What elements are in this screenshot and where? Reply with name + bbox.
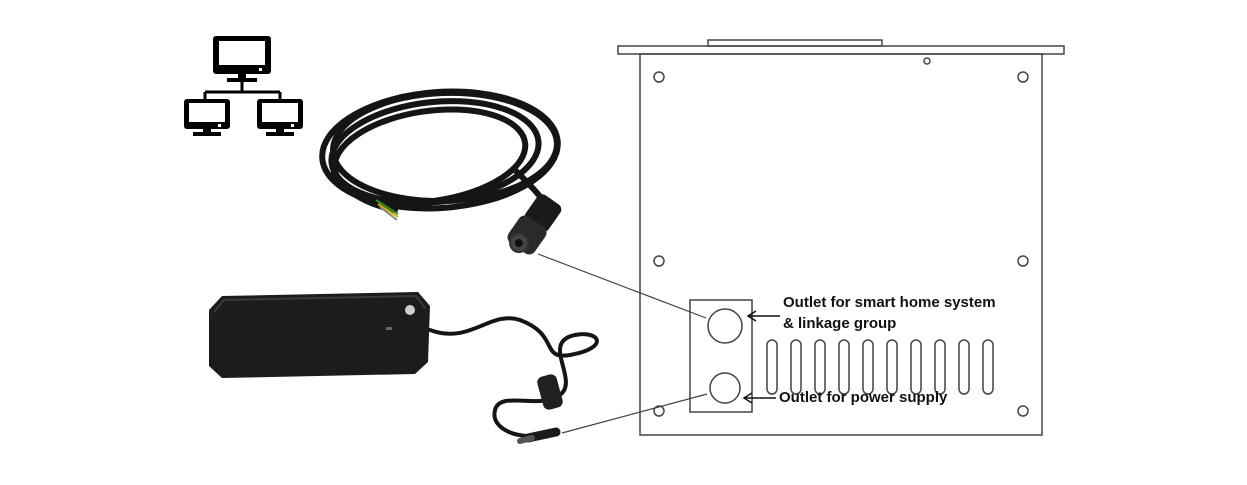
smart-home-outlet-label: Outlet for smart home system & linkage g… xyxy=(783,292,996,334)
callout-arrows xyxy=(742,310,780,404)
smart-home-label-line2: & linkage group xyxy=(783,315,897,332)
power-adapter xyxy=(209,292,599,444)
connection-lines xyxy=(537,253,708,434)
m12-connector-cable xyxy=(319,88,562,255)
cable-wire-ends xyxy=(375,199,399,221)
device-back-panel xyxy=(617,39,1065,436)
smart-home-label-line1: Outlet for smart home system xyxy=(783,294,996,311)
power-supply-outlet-label: Outlet for power supply xyxy=(779,389,948,406)
computer-network-icon xyxy=(184,36,303,136)
